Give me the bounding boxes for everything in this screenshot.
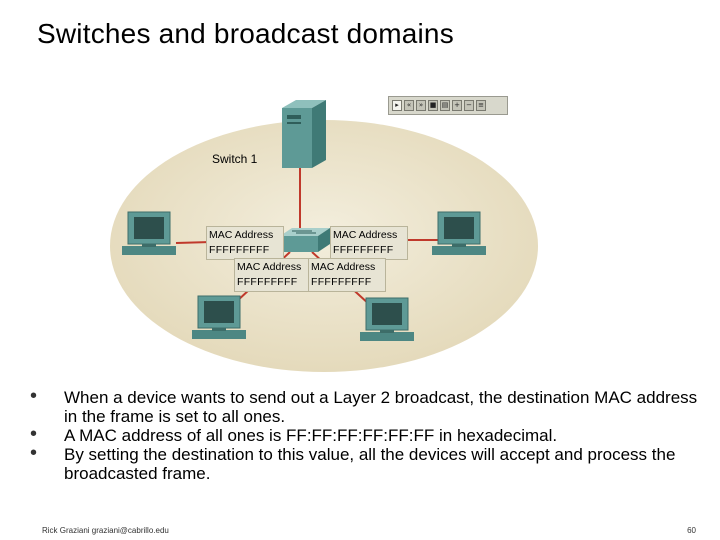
bullet-list: When a device wants to send out a Layer … <box>30 387 700 483</box>
mac-table-value: FFFFFFFFF <box>333 244 394 256</box>
play-icon[interactable]: ▸ <box>392 100 402 111</box>
pc-left-icon <box>122 211 176 255</box>
switch-label: Switch 1 <box>212 152 258 166</box>
mac-table-right: MAC Address FFFFFFFFF <box>330 226 408 260</box>
pc-right-icon <box>432 211 486 255</box>
mac-table-value: FFFFFFFFF <box>237 276 298 288</box>
bullet-item: A MAC address of all ones is FF:FF:FF:FF… <box>30 425 700 445</box>
broadcast-domain-svg <box>110 100 538 372</box>
mac-table-bottom-right: MAC Address FFFFFFFFF <box>308 258 386 292</box>
stop-icon[interactable]: ■ <box>428 100 438 111</box>
slide-title: Switches and broadcast domains <box>37 18 454 49</box>
mac-table-bottom-left: MAC Address FFFFFFFFF <box>234 258 312 292</box>
network-diagram: Switch 1 MAC Address FFFFFFFFF MAC Addre… <box>110 96 538 372</box>
fast-forward-icon[interactable]: » <box>416 100 426 111</box>
switch-icon <box>280 228 330 252</box>
server-icon <box>282 100 326 168</box>
mac-table-value: FFFFFFFFF <box>311 276 372 288</box>
pc-bottom-left-icon <box>192 295 246 339</box>
settings-icon[interactable]: ≡ <box>476 100 486 111</box>
bullet-item: By setting the destination to this value… <box>30 444 700 483</box>
mac-table-label: MAC Address <box>333 229 398 241</box>
page-number: 60 <box>687 526 696 535</box>
mac-table-label: MAC Address <box>209 229 274 241</box>
mac-table-label: MAC Address <box>237 261 302 273</box>
zoom-out-icon[interactable]: − <box>464 100 474 111</box>
rewind-icon[interactable]: « <box>404 100 414 111</box>
print-icon[interactable]: ▤ <box>440 100 450 111</box>
animation-toolbar: ▸ « » ■ ▤ + − ≡ <box>388 96 508 115</box>
zoom-in-icon[interactable]: + <box>452 100 462 111</box>
pc-bottom-right-icon <box>360 297 414 341</box>
mac-table-label: MAC Address <box>311 261 376 273</box>
mac-table-left: MAC Address FFFFFFFFF <box>206 226 284 260</box>
mac-table-value: FFFFFFFFF <box>209 244 270 256</box>
bullet-item: When a device wants to send out a Layer … <box>30 387 700 426</box>
footer-author: Rick Graziani graziani@cabrillo.edu <box>42 526 169 535</box>
